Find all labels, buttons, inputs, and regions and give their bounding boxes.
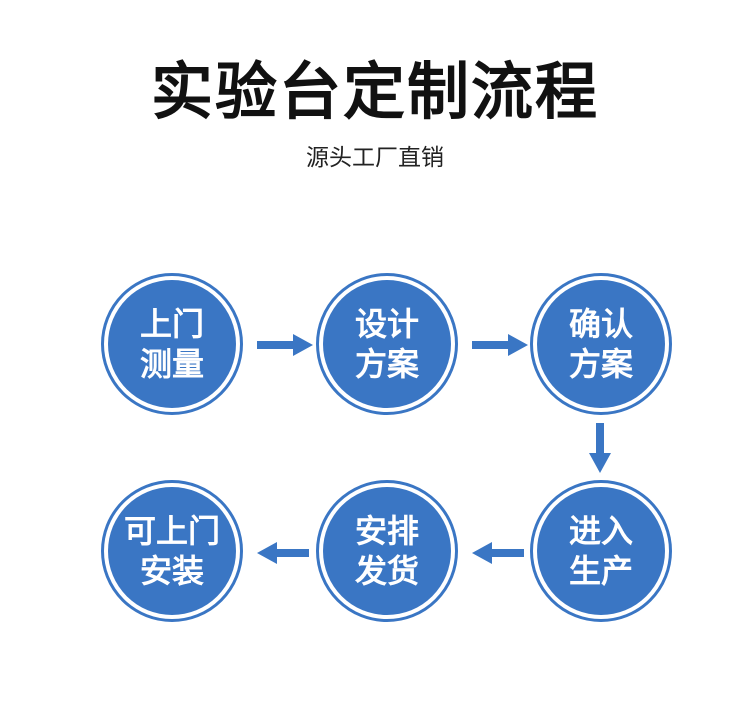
- step-confirm: 确认 方案: [530, 273, 672, 415]
- step-circle: 进入 生产: [537, 487, 665, 615]
- step-label-line2: 测量: [139, 345, 204, 383]
- step-measure: 上门 测量: [101, 273, 243, 415]
- step-circle: 上门 测量: [108, 280, 236, 408]
- step-label-line1: 设计: [354, 305, 419, 343]
- arrow-left-icon: [472, 542, 524, 564]
- step-shipping: 安排 发货: [316, 480, 458, 622]
- step-circle: 可上门 安装: [108, 487, 236, 615]
- step-label-line2: 生产: [568, 552, 633, 590]
- step-label-line1: 确认: [568, 305, 633, 343]
- arrow-down-icon: [589, 423, 611, 473]
- step-circle: 安排 发货: [323, 487, 451, 615]
- step-label-line1: 安排: [354, 512, 419, 550]
- step-label-line1: 上门: [139, 305, 204, 343]
- step-label-line1: 进入: [568, 512, 633, 550]
- step-label-line2: 安装: [139, 552, 204, 590]
- step-label-line2: 方案: [354, 345, 419, 383]
- step-production: 进入 生产: [530, 480, 672, 622]
- step-installation: 可上门 安装: [101, 480, 243, 622]
- step-circle: 设计 方案: [323, 280, 451, 408]
- arrow-right-icon: [472, 334, 528, 356]
- step-label-line1: 可上门: [123, 512, 220, 550]
- arrow-right-icon: [257, 334, 313, 356]
- page-title: 实验台定制流程: [150, 55, 599, 128]
- page-subtitle: 源头工厂直销: [306, 145, 444, 171]
- arrow-left-icon: [257, 542, 309, 564]
- step-label-line2: 发货: [354, 552, 419, 590]
- step-design: 设计 方案: [316, 273, 458, 415]
- step-circle: 确认 方案: [537, 280, 665, 408]
- step-label-line2: 方案: [568, 345, 633, 383]
